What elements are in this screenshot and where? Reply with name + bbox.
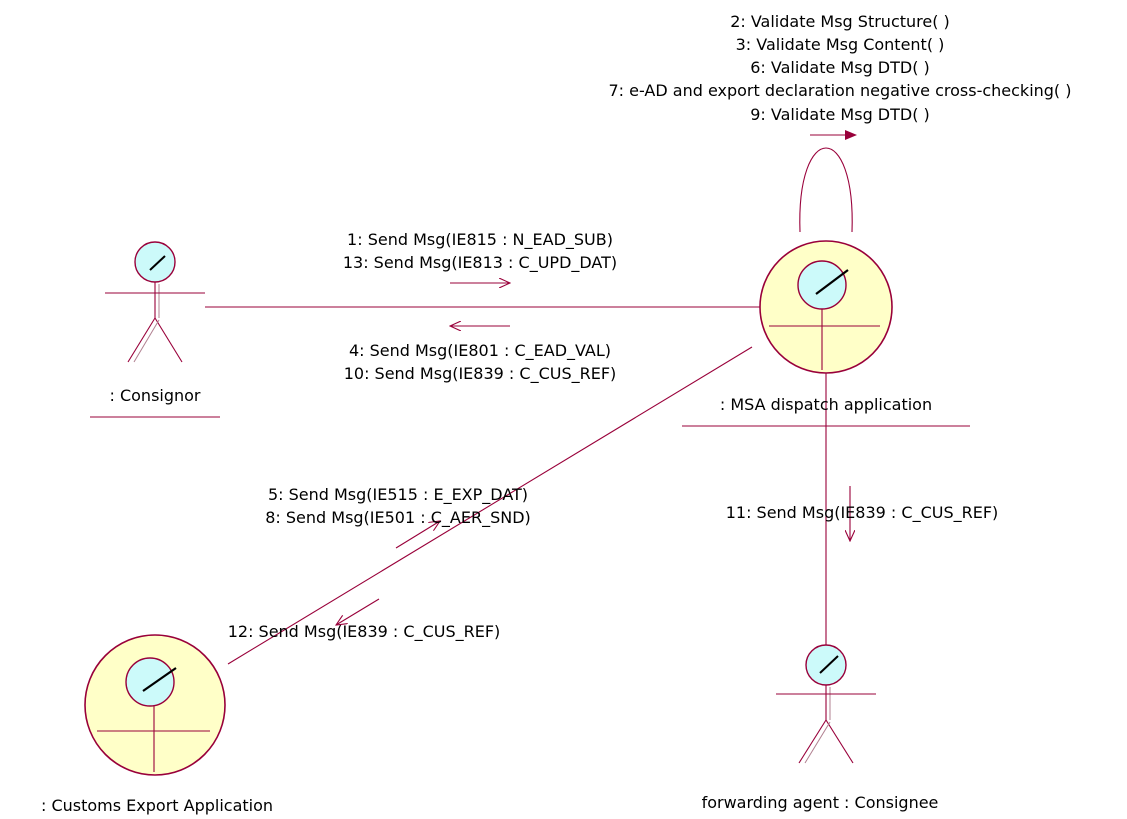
message-label: 1: Send Msg(IE815 : N_EAD_SUB) — [347, 230, 613, 250]
arrow-msa-to-customs-down — [336, 598, 380, 625]
message-label: 10: Send Msg(IE839 : C_CUS_REF) — [344, 364, 617, 384]
msa-to-consignor-messages: 4: Send Msg(IE801 : C_EAD_VAL) 10: Send … — [344, 341, 617, 384]
self-loop-msa — [799, 147, 853, 233]
message-label: 2: Validate Msg Structure( ) — [730, 12, 950, 31]
msa-to-consignee-messages: 11: Send Msg(IE839 : C_CUS_REF) — [726, 503, 999, 523]
msa-to-customs-up-messages: 5: Send Msg(IE515 : E_EXP_DAT) 8: Send M… — [265, 485, 531, 528]
message-label: 5: Send Msg(IE515 : E_EXP_DAT) — [268, 485, 528, 505]
customs-label: : Customs Export Application — [41, 796, 273, 815]
message-label: 8: Send Msg(IE501 : C_AER_SND) — [265, 508, 531, 528]
object-instance-icon — [97, 657, 210, 772]
self-loop-messages: 2: Validate Msg Structure( ) 3: Validate… — [608, 12, 1071, 124]
actor-consignee[interactable]: forwarding agent : Consignee — [702, 644, 939, 812]
message-label: 7: e-AD and export declaration negative … — [608, 81, 1071, 100]
message-label: 3: Validate Msg Content( ) — [736, 35, 945, 54]
message-label: 4: Send Msg(IE801 : C_EAD_VAL) — [349, 341, 611, 361]
msa-label: : MSA dispatch application — [720, 395, 932, 414]
actor-consignor[interactable]: : Consignor — [90, 241, 220, 418]
stick-figure-icon — [776, 644, 876, 764]
link-msa-customs — [227, 346, 753, 665]
msa-to-customs-down-messages: 12: Send Msg(IE839 : C_CUS_REF) — [228, 622, 501, 642]
message-label: 6: Validate Msg DTD( ) — [750, 58, 930, 77]
stick-figure-icon — [105, 241, 205, 363]
message-label: 12: Send Msg(IE839 : C_CUS_REF) — [228, 622, 501, 642]
consignor-to-msa-messages: 1: Send Msg(IE815 : N_EAD_SUB) 13: Send … — [343, 230, 617, 273]
object-customs-export[interactable]: : Customs Export Application — [41, 634, 273, 815]
message-label: 9: Validate Msg DTD( ) — [750, 105, 930, 124]
message-label: 11: Send Msg(IE839 : C_CUS_REF) — [726, 503, 999, 523]
consignor-label: : Consignor — [109, 386, 200, 405]
consignee-label: forwarding agent : Consignee — [702, 793, 939, 812]
arrow-msa-to-customs-up — [395, 521, 440, 549]
object-msa-dispatch[interactable]: : MSA dispatch application — [682, 240, 970, 427]
message-label: 13: Send Msg(IE813 : C_UPD_DAT) — [343, 253, 617, 273]
object-instance-icon — [769, 260, 880, 370]
